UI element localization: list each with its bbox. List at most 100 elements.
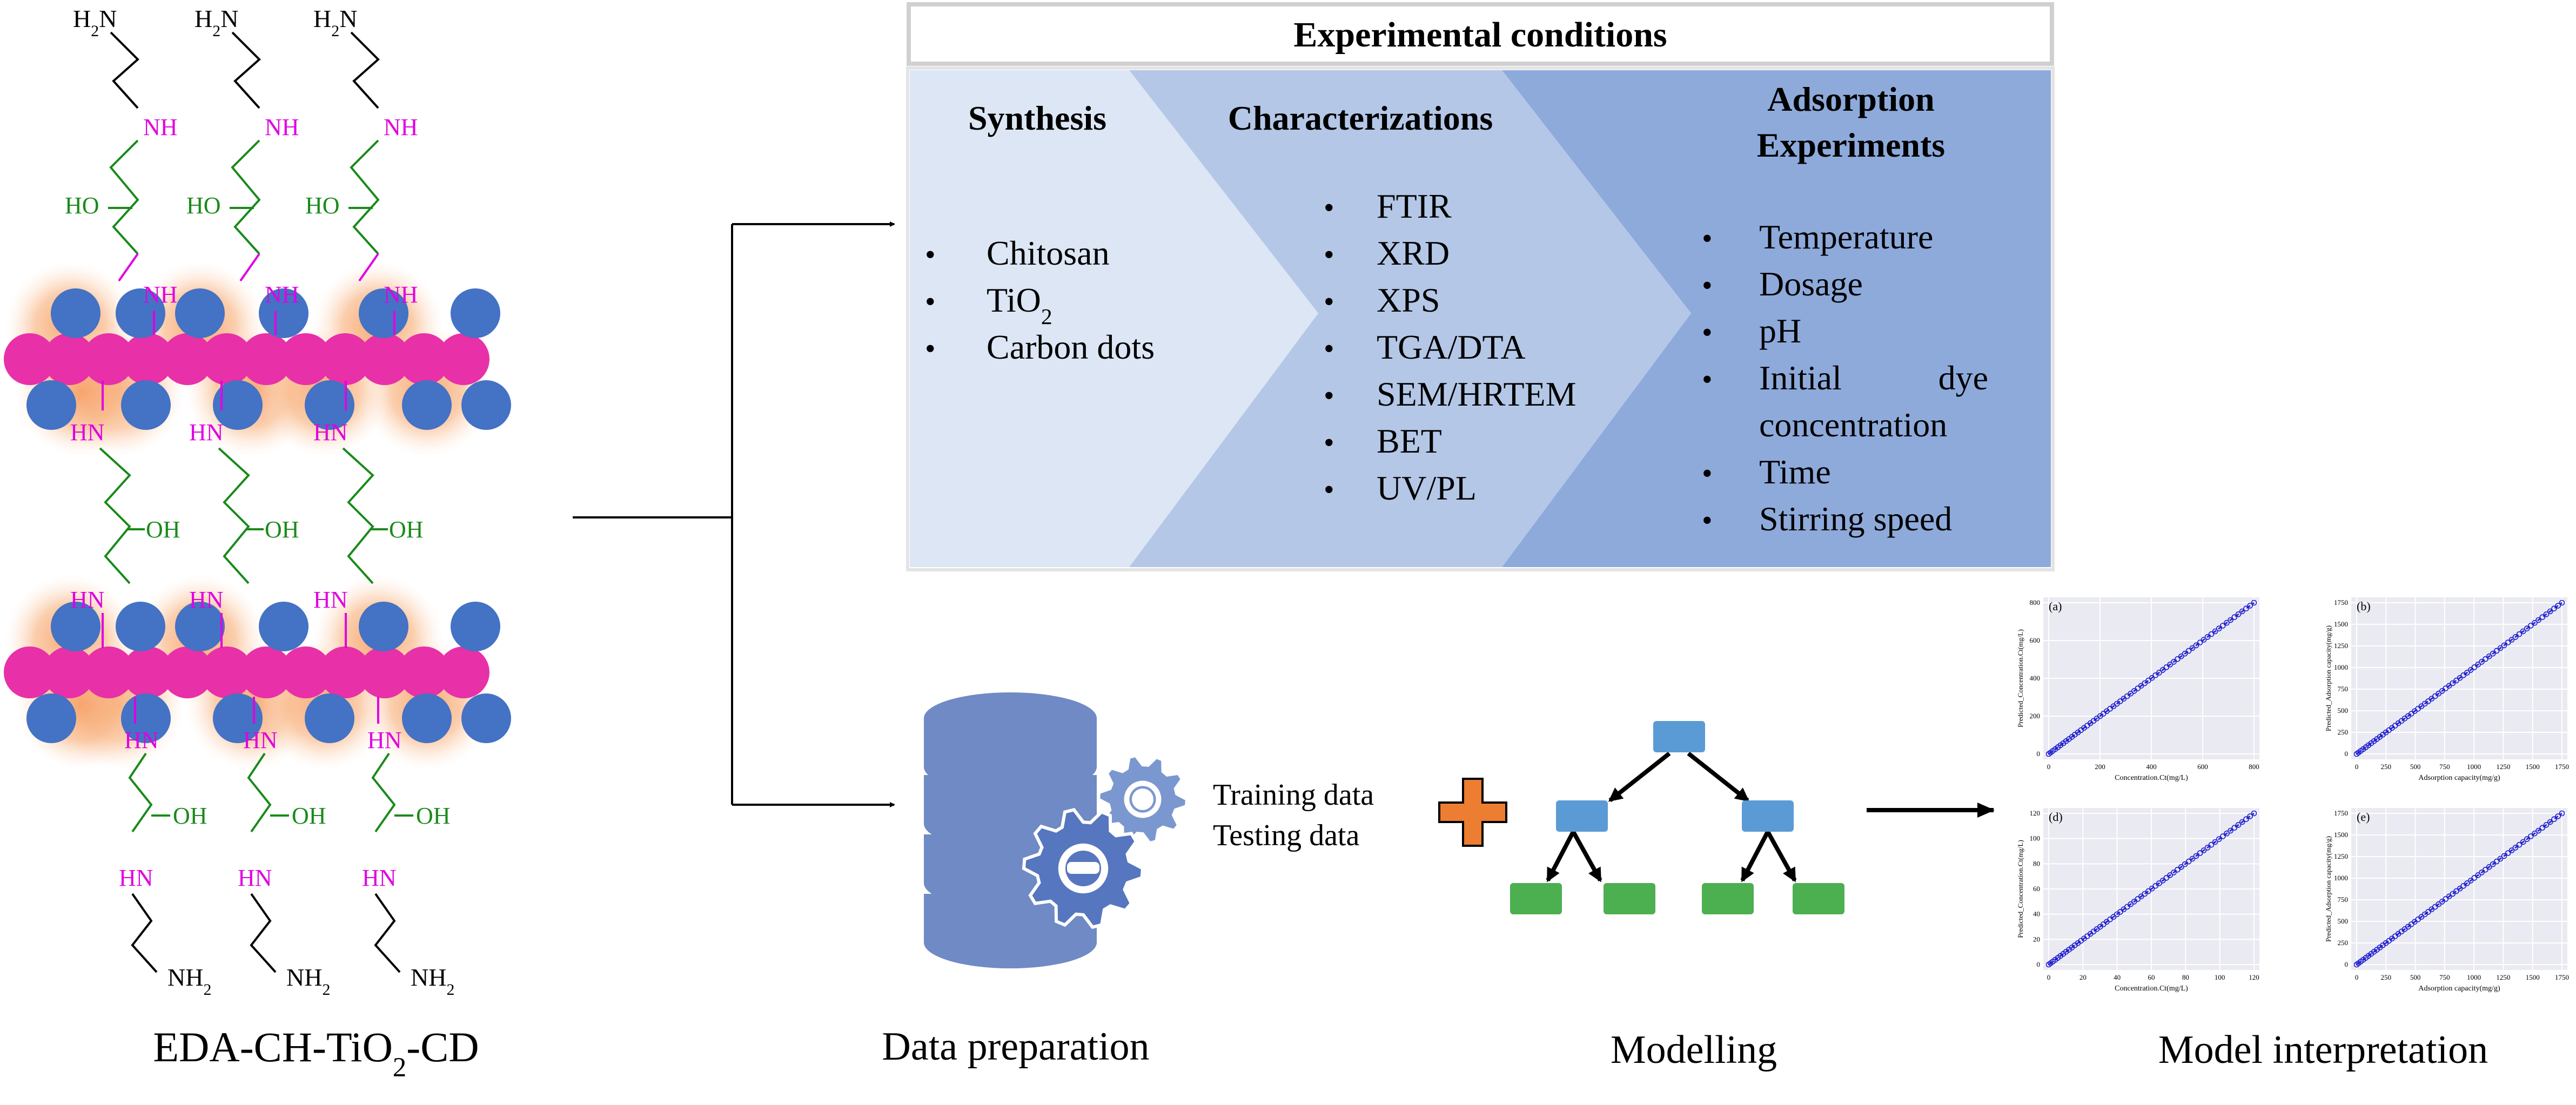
data-prep-line: Training data <box>1213 778 1374 812</box>
chitosan-bead <box>398 646 450 698</box>
condition-item-word: Initial <box>1759 359 1842 397</box>
amine-group-terminal: NH2 <box>167 963 211 999</box>
y-tick-label: 250 <box>2338 728 2349 736</box>
bullet-icon: • <box>925 238 936 272</box>
condition-item: BET <box>1377 422 1442 460</box>
data-prep-line: Testing data <box>1213 819 1359 852</box>
tio2-nanoparticle <box>359 288 408 338</box>
tio2-nanoparticle <box>259 602 308 651</box>
y-tick-label: 1500 <box>2334 831 2348 839</box>
data-point <box>2475 872 2481 878</box>
y-tick-label: 1500 <box>2334 620 2348 628</box>
data-point <box>2239 819 2245 825</box>
y-tick-label: 1250 <box>2334 852 2348 860</box>
ethylene-bond <box>250 893 277 973</box>
bullet-icon: • <box>1702 269 1713 302</box>
data-point <box>2460 883 2467 889</box>
interpretation-caption: Model interpretation <box>2158 1028 2488 1072</box>
y-axis-label: Predicted_Concentration.Ct(mg/L) <box>2016 840 2024 938</box>
data-point <box>2501 642 2507 649</box>
data-point <box>2453 677 2459 684</box>
bullet-icon: • <box>1702 363 1713 396</box>
hydroxyl-group: HO <box>186 192 221 219</box>
data-point <box>2508 847 2515 853</box>
data-point <box>2204 845 2211 851</box>
data-point <box>2486 864 2492 870</box>
y-axis-label: Predicted_Adsorption capacity(mg/g) <box>2324 836 2332 942</box>
chitosan-bead <box>280 646 332 698</box>
data-point <box>2149 675 2155 681</box>
bullet-icon: • <box>925 285 936 319</box>
ethylene-bond <box>374 893 401 973</box>
tio2-nanoparticle <box>451 602 500 651</box>
y-axis-label: Predicted_Adsorption capacity(mg/g) <box>2324 625 2332 731</box>
x-tick-label: 500 <box>2410 763 2421 771</box>
data-point <box>2520 628 2526 635</box>
bullet-icon: • <box>1324 238 1334 272</box>
bullet-icon: • <box>1324 426 1334 460</box>
x-tick-label: 750 <box>2439 973 2450 981</box>
hydroxypropyl-bond <box>247 752 272 833</box>
x-tick-label: 0 <box>2047 763 2051 771</box>
data-point <box>2201 637 2207 643</box>
carbon-dot-nanoparticle <box>402 693 452 743</box>
chitosan-bead <box>162 333 213 385</box>
tree-leaf-node <box>1793 883 1844 914</box>
data-point <box>2512 634 2519 640</box>
data-point <box>2171 870 2177 875</box>
amine-group: HN <box>313 587 348 613</box>
tio2-nanoparticle <box>451 288 500 338</box>
hydroxypropyl-bond <box>99 447 131 584</box>
amine-group: NH <box>384 114 418 140</box>
hydroxypropyl-bond <box>350 139 380 255</box>
x-tick-label: 100 <box>2215 973 2225 981</box>
data-point <box>2201 847 2207 853</box>
data-point <box>2185 858 2192 865</box>
data-point <box>2464 670 2470 676</box>
data-point <box>2450 891 2456 897</box>
data-point <box>2460 672 2467 678</box>
data-point <box>2235 822 2242 828</box>
carbon-dot-nanoparticle <box>121 693 171 743</box>
amine-bond <box>239 253 260 282</box>
x-tick-label: 800 <box>2249 763 2259 771</box>
chitosan-bead <box>83 333 135 385</box>
data-point <box>2152 883 2158 889</box>
carbon-dot-nanoparticle <box>26 693 76 743</box>
data-point <box>2543 611 2550 617</box>
carbon-dot-nanoparticle <box>26 380 76 430</box>
amine-group: HN <box>70 419 105 446</box>
data-point <box>2193 642 2199 649</box>
database-layer <box>924 894 1097 968</box>
database-top <box>924 692 1097 744</box>
data-point <box>2182 861 2188 867</box>
x-axis-label: Concentration.Ct(mg/L) <box>2115 774 2188 782</box>
chitosan-bead <box>83 646 135 698</box>
chitosan-bead <box>43 333 95 385</box>
x-tick-label: 750 <box>2439 763 2450 771</box>
condition-item: SEM/HRTEM <box>1377 375 1577 413</box>
data-point <box>2501 853 2507 859</box>
data-point <box>2479 870 2485 875</box>
data-point <box>2208 841 2215 848</box>
data-point <box>2167 662 2173 668</box>
data-point <box>2493 648 2500 654</box>
panel-chevron-1 <box>910 70 1318 567</box>
data-point <box>2231 825 2238 831</box>
data-point <box>2247 603 2253 609</box>
y-tick-label: 0 <box>2345 960 2349 968</box>
amine-group: HN <box>243 727 278 753</box>
x-tick-label: 250 <box>2381 763 2392 771</box>
condition-item: Stirring speed <box>1759 500 1952 538</box>
hydroxyl-group: HO <box>65 192 99 219</box>
condition-item: XPS <box>1377 281 1440 319</box>
plot-tag: (a) <box>2049 599 2062 613</box>
condition-item: Time <box>1759 453 1831 491</box>
data-point <box>2457 675 2463 681</box>
chitosan-bead <box>122 646 174 698</box>
data-point <box>2508 637 2515 643</box>
y-axis-label: Predicted_Concentration.Ct(mg/L) <box>2016 629 2024 727</box>
conditions-title: Experimental conditions <box>1293 15 1667 55</box>
